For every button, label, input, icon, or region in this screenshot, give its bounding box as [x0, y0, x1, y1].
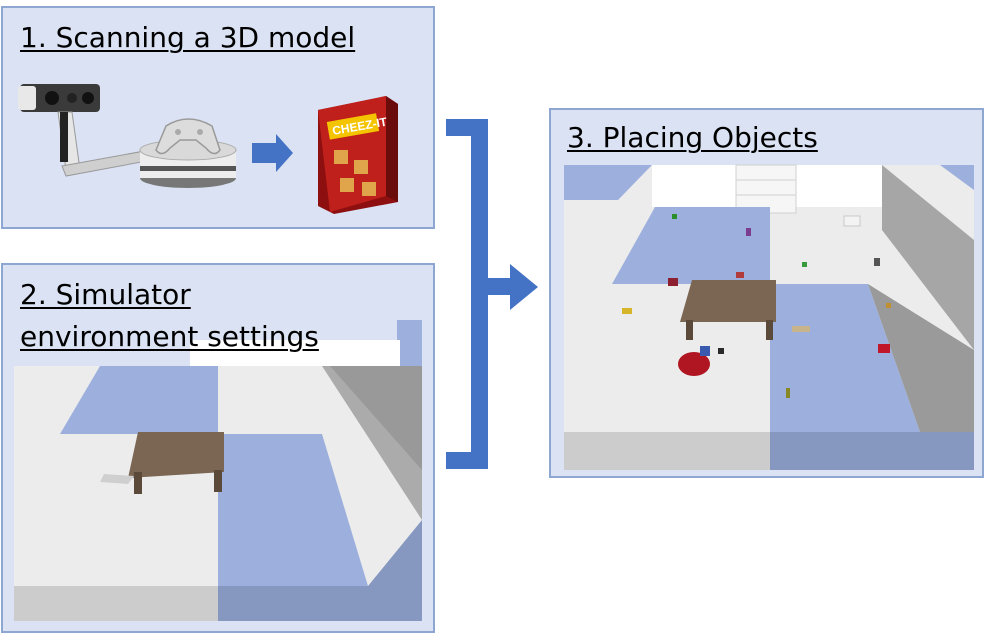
panel-title-simulator-line1: 2. Simulator — [20, 278, 191, 311]
panel-title-scanning: 1. Scanning a 3D model — [20, 21, 356, 54]
arrow-right-icon — [252, 134, 293, 172]
placing-scene — [564, 164, 974, 470]
cereal-box-icon: CHEEZ-IT — [318, 96, 398, 214]
merge-bracket — [446, 119, 538, 469]
panel-title-simulator-line2: environment settings — [20, 320, 319, 353]
simulator-scene — [14, 320, 422, 621]
scanner-illustration — [18, 84, 237, 188]
game-controller-icon — [155, 118, 221, 155]
panel-title-placing: 3. Placing Objects — [567, 121, 818, 154]
